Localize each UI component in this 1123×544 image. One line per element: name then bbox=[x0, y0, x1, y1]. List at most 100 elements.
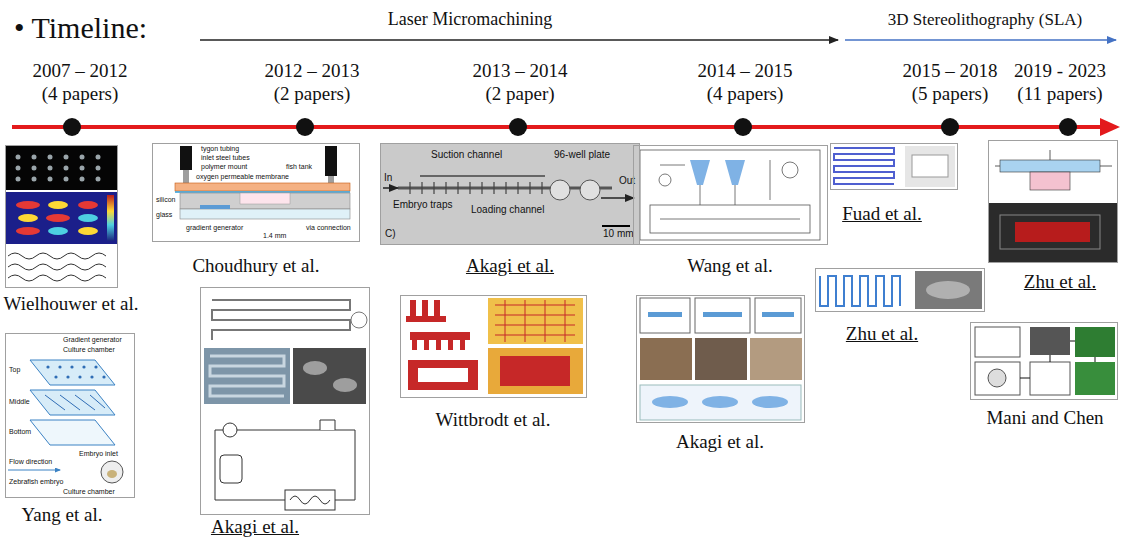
yang-figure bbox=[46, 365, 49, 368]
choudhury-figure bbox=[328, 176, 334, 183]
technique-label: Laser Micromachining bbox=[388, 9, 552, 31]
wielhouwer-figure bbox=[48, 155, 53, 160]
wielhouwer-figure bbox=[96, 155, 101, 160]
akagi-loading-figure bbox=[640, 298, 802, 420]
yang-figure bbox=[90, 375, 93, 378]
zhu-serpentine-figure bbox=[820, 276, 900, 306]
akagi-loading-figure bbox=[755, 298, 801, 333]
figure-panel: Mani and Chen bbox=[970, 322, 1118, 400]
figure-label: Flow direction bbox=[8, 458, 53, 465]
wittbrodt-figure bbox=[434, 300, 440, 316]
author-caption: Fuad et al. bbox=[842, 204, 922, 225]
wang-figure bbox=[660, 160, 800, 219]
wittbrodt-figure bbox=[424, 340, 429, 350]
mani-chen-figure bbox=[1030, 327, 1070, 355]
mani-chen-figure bbox=[1075, 362, 1115, 395]
wielhouwer-figure bbox=[8, 253, 106, 281]
wielhouwer-figure bbox=[6, 192, 117, 244]
figure-panel: Zhu et al. bbox=[988, 140, 1118, 263]
yang-figure bbox=[94, 365, 97, 368]
yang-figure bbox=[78, 375, 81, 378]
wittbrodt-figure bbox=[412, 340, 417, 350]
wielhouwer-figure bbox=[48, 201, 68, 209]
figure-panel: Fuad et al. bbox=[830, 143, 958, 190]
yang-figure bbox=[45, 395, 105, 410]
wielhouwer-figure bbox=[16, 155, 21, 160]
akagi-array-figure bbox=[381, 144, 639, 244]
author-caption: Akagi et al. bbox=[466, 256, 554, 277]
mani-chen-figure bbox=[975, 327, 1115, 395]
timeline-axis bbox=[1059, 118, 1077, 136]
zhu-serpentine-figure bbox=[926, 281, 970, 299]
wielhouwer-figure bbox=[78, 201, 98, 209]
wielhouwer-figure bbox=[32, 177, 37, 182]
wielhouwer-figure bbox=[64, 177, 69, 182]
author-caption: Zhu et al. bbox=[1024, 272, 1096, 293]
mani-chen-figure bbox=[1020, 341, 1095, 378]
akagi-loading-figure bbox=[695, 298, 750, 333]
wielhouwer-figure bbox=[32, 166, 37, 171]
akagi-perfusion-figure bbox=[293, 348, 366, 404]
figure-label: 10 mm bbox=[602, 229, 635, 239]
timeline-axis bbox=[63, 118, 81, 136]
timeline-axis bbox=[941, 118, 959, 136]
akagi-perfusion-figure bbox=[351, 312, 367, 328]
choudhury-figure bbox=[180, 209, 350, 219]
yang-figure bbox=[30, 360, 115, 385]
timeline-axis bbox=[1100, 118, 1120, 136]
technique-arrows bbox=[200, 39, 838, 41]
yang-figure bbox=[8, 360, 123, 483]
period-label: 2012 – 2013 (2 papers) bbox=[260, 60, 364, 106]
author-caption: Wittbrodt et al. bbox=[436, 410, 551, 431]
wielhouwer-figure bbox=[46, 214, 70, 222]
yang-figure bbox=[58, 365, 61, 368]
choudhury-figure bbox=[175, 146, 350, 219]
author-caption: Choudhury et al. bbox=[192, 256, 319, 277]
figure-label: In bbox=[383, 173, 393, 183]
timeline-axis bbox=[12, 125, 1104, 129]
yang-figure bbox=[45, 395, 105, 410]
wang-figure bbox=[690, 160, 710, 185]
slide-title: • Timeline: bbox=[14, 10, 147, 46]
figure-panel: Wittbrodt et al. bbox=[400, 295, 587, 398]
wielhouwer-figure bbox=[64, 155, 69, 160]
zhu-serpentine-figure bbox=[915, 271, 982, 309]
yang-figure bbox=[66, 375, 69, 378]
figure-label: Embryo inlet bbox=[78, 450, 119, 457]
wielhouwer-figure bbox=[16, 155, 101, 182]
zhu-device-figure bbox=[1015, 222, 1090, 242]
wang-figure bbox=[640, 150, 820, 240]
akagi-loading-figure bbox=[648, 312, 682, 317]
zhu-device-figure bbox=[989, 141, 1117, 262]
yang-figure bbox=[102, 375, 105, 378]
akagi-array-figure bbox=[381, 144, 639, 244]
fuad-figure bbox=[834, 148, 894, 184]
mani-chen-figure bbox=[975, 327, 1020, 357]
period-label: 2015 – 2018 (5 papers) bbox=[898, 60, 1002, 106]
wielhouwer-figure bbox=[8, 253, 106, 259]
mani-chen-figure bbox=[988, 369, 1006, 387]
akagi-perfusion-figure bbox=[333, 378, 357, 392]
fuad-figure bbox=[834, 146, 955, 187]
wang-figure bbox=[640, 150, 820, 240]
akagi-array-figure bbox=[420, 175, 545, 177]
figure-label: oxygen permeable membrane bbox=[195, 173, 290, 180]
figure-label: Top bbox=[8, 366, 21, 373]
wittbrodt-figure bbox=[406, 300, 478, 390]
akagi-loading-figure bbox=[640, 298, 690, 333]
wittbrodt-figure bbox=[406, 316, 446, 322]
wittbrodt-figure bbox=[495, 300, 575, 342]
akagi-loading-figure bbox=[652, 396, 688, 408]
figure-panel: Wielhouwer et al. bbox=[5, 145, 118, 288]
akagi-loading-figure bbox=[640, 385, 801, 420]
akagi-array-figure bbox=[601, 197, 634, 199]
wang-figure bbox=[725, 160, 745, 185]
wittbrodt-figure bbox=[460, 340, 465, 350]
wielhouwer-figure bbox=[18, 214, 38, 222]
akagi-loading-figure bbox=[703, 312, 742, 317]
technique-label: 3D Stereolithography (SLA) bbox=[888, 10, 1083, 30]
wang-figure bbox=[782, 162, 798, 178]
akagi-loading-figure bbox=[702, 396, 738, 408]
figure-panel: Akagi et al. bbox=[636, 295, 805, 423]
